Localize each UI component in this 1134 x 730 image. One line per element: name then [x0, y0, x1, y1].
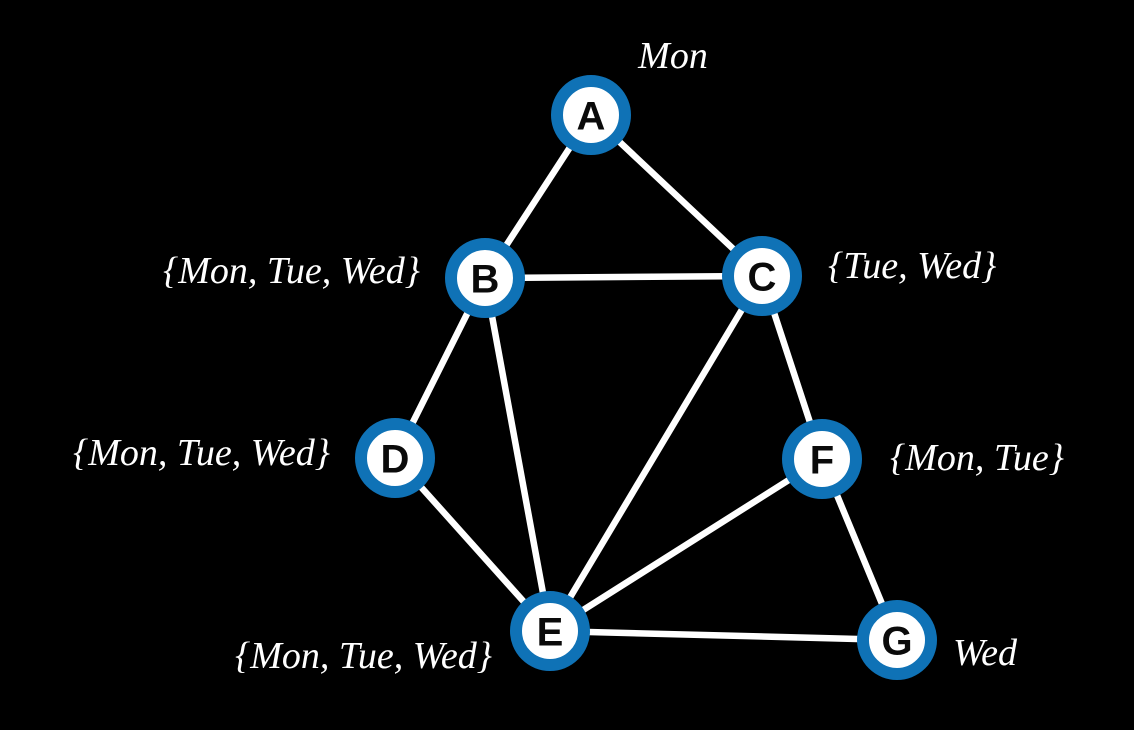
node-letter-a: A	[577, 95, 606, 139]
node-circle-g[interactable]	[857, 600, 937, 680]
domain-label-c: {Tue, Wed}	[828, 245, 996, 287]
node-circle-a[interactable]	[551, 75, 631, 155]
node-b[interactable]: B	[445, 238, 525, 318]
edge-e-g	[546, 627, 901, 644]
node-e[interactable]: E	[510, 591, 590, 671]
domain-label-d: {Mon, Tue, Wed}	[73, 432, 330, 474]
domain-label-e: {Mon, Tue, Wed}	[235, 635, 492, 677]
domain-label-f: {Mon, Tue}	[890, 437, 1064, 479]
node-a[interactable]: A	[551, 75, 631, 155]
node-g[interactable]: G	[857, 600, 937, 680]
node-circle-e[interactable]	[510, 591, 590, 671]
domain-label-a: Mon	[637, 35, 708, 77]
node-f[interactable]: F	[782, 419, 862, 499]
node-c[interactable]: C	[722, 236, 802, 316]
domain-label-b: {Mon, Tue, Wed}	[163, 250, 420, 292]
edge-e-f	[546, 455, 826, 635]
node-letter-b: B	[471, 258, 500, 302]
node-letter-g: G	[881, 620, 912, 664]
node-circle-d[interactable]	[355, 418, 435, 498]
node-d[interactable]: D	[355, 418, 435, 498]
edge-b-c	[481, 272, 766, 282]
node-circle-c[interactable]	[722, 236, 802, 316]
node-circle-b[interactable]	[445, 238, 525, 318]
edge-b-e	[481, 274, 554, 635]
node-letter-c: C	[748, 256, 777, 300]
edge-c-e	[546, 272, 766, 635]
node-letter-f: F	[810, 439, 834, 483]
node-letter-e: E	[537, 611, 564, 655]
node-letter-d: D	[381, 438, 410, 482]
domain-label-g: Wed	[953, 632, 1018, 674]
node-circle-f[interactable]	[782, 419, 862, 499]
